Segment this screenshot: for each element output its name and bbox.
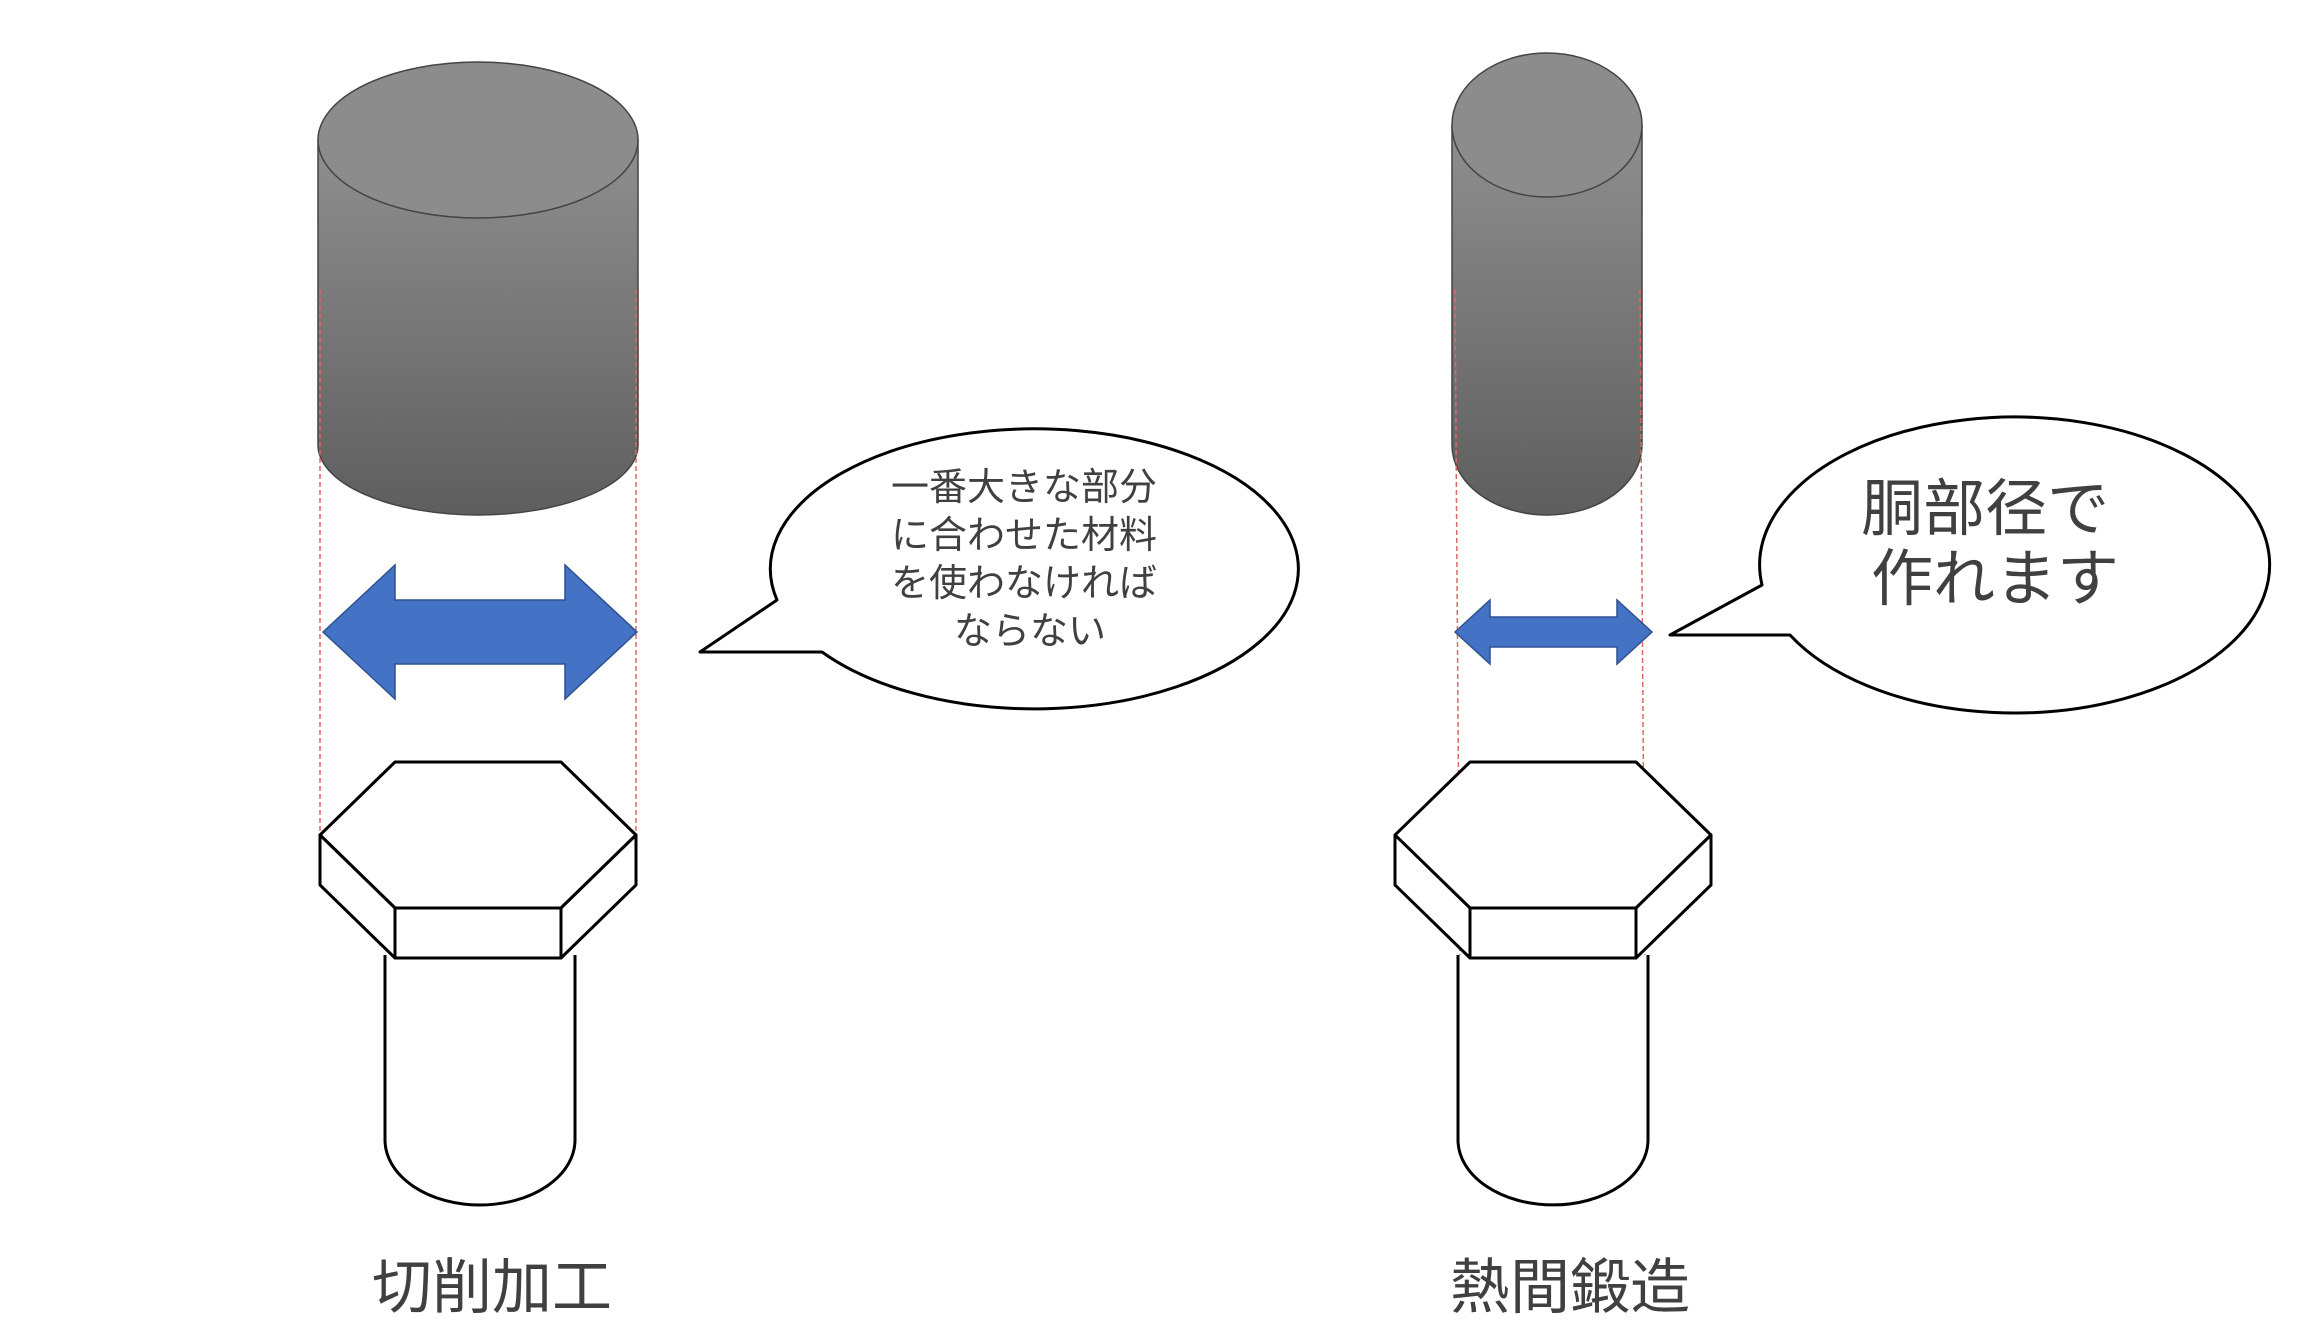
right-width-arrow [1453, 598, 1654, 666]
right-hex-bolt [1393, 760, 1713, 1207]
left-bubble-line-2: に合わせた材料 [891, 513, 1157, 557]
left-bubble-line-3: を使わなければ [891, 561, 1157, 605]
left-guide-lines [319, 290, 637, 880]
left-width-arrow [321, 563, 639, 701]
left-bubble-line-4: ならない [954, 609, 1106, 653]
right-bubble-line-2: 作れます [1871, 542, 2119, 615]
left-panel: 一番大きな部分 に合わせた材料 を使わなければ ならない 切削加工 [317, 61, 1300, 1323]
left-speech-bubble: 一番大きな部分 に合わせた材料 を使わなければ ならない [698, 427, 1300, 711]
right-panel: 胴部径で 作れます 熱間鍛造 [1393, 52, 2272, 1323]
right-material-cylinder [1451, 52, 1643, 516]
left-hex-bolt [318, 760, 638, 1207]
left-bubble-text: 一番大きな部分 に合わせた材料 を使わなければ ならない [891, 465, 1169, 653]
right-bubble-text: 胴部径で 作れます [1861, 472, 2129, 615]
right-caption: 熱間鍛造 [1450, 1253, 1690, 1323]
right-bubble-line-1: 胴部径で [1861, 472, 2109, 545]
left-material-cylinder [317, 61, 639, 516]
right-speech-bubble: 胴部径で 作れます [1668, 415, 2272, 715]
left-bubble-line-1: 一番大きな部分 [891, 465, 1157, 509]
left-caption: 切削加工 [372, 1253, 612, 1323]
right-guide-lines [1454, 289, 1646, 1001]
